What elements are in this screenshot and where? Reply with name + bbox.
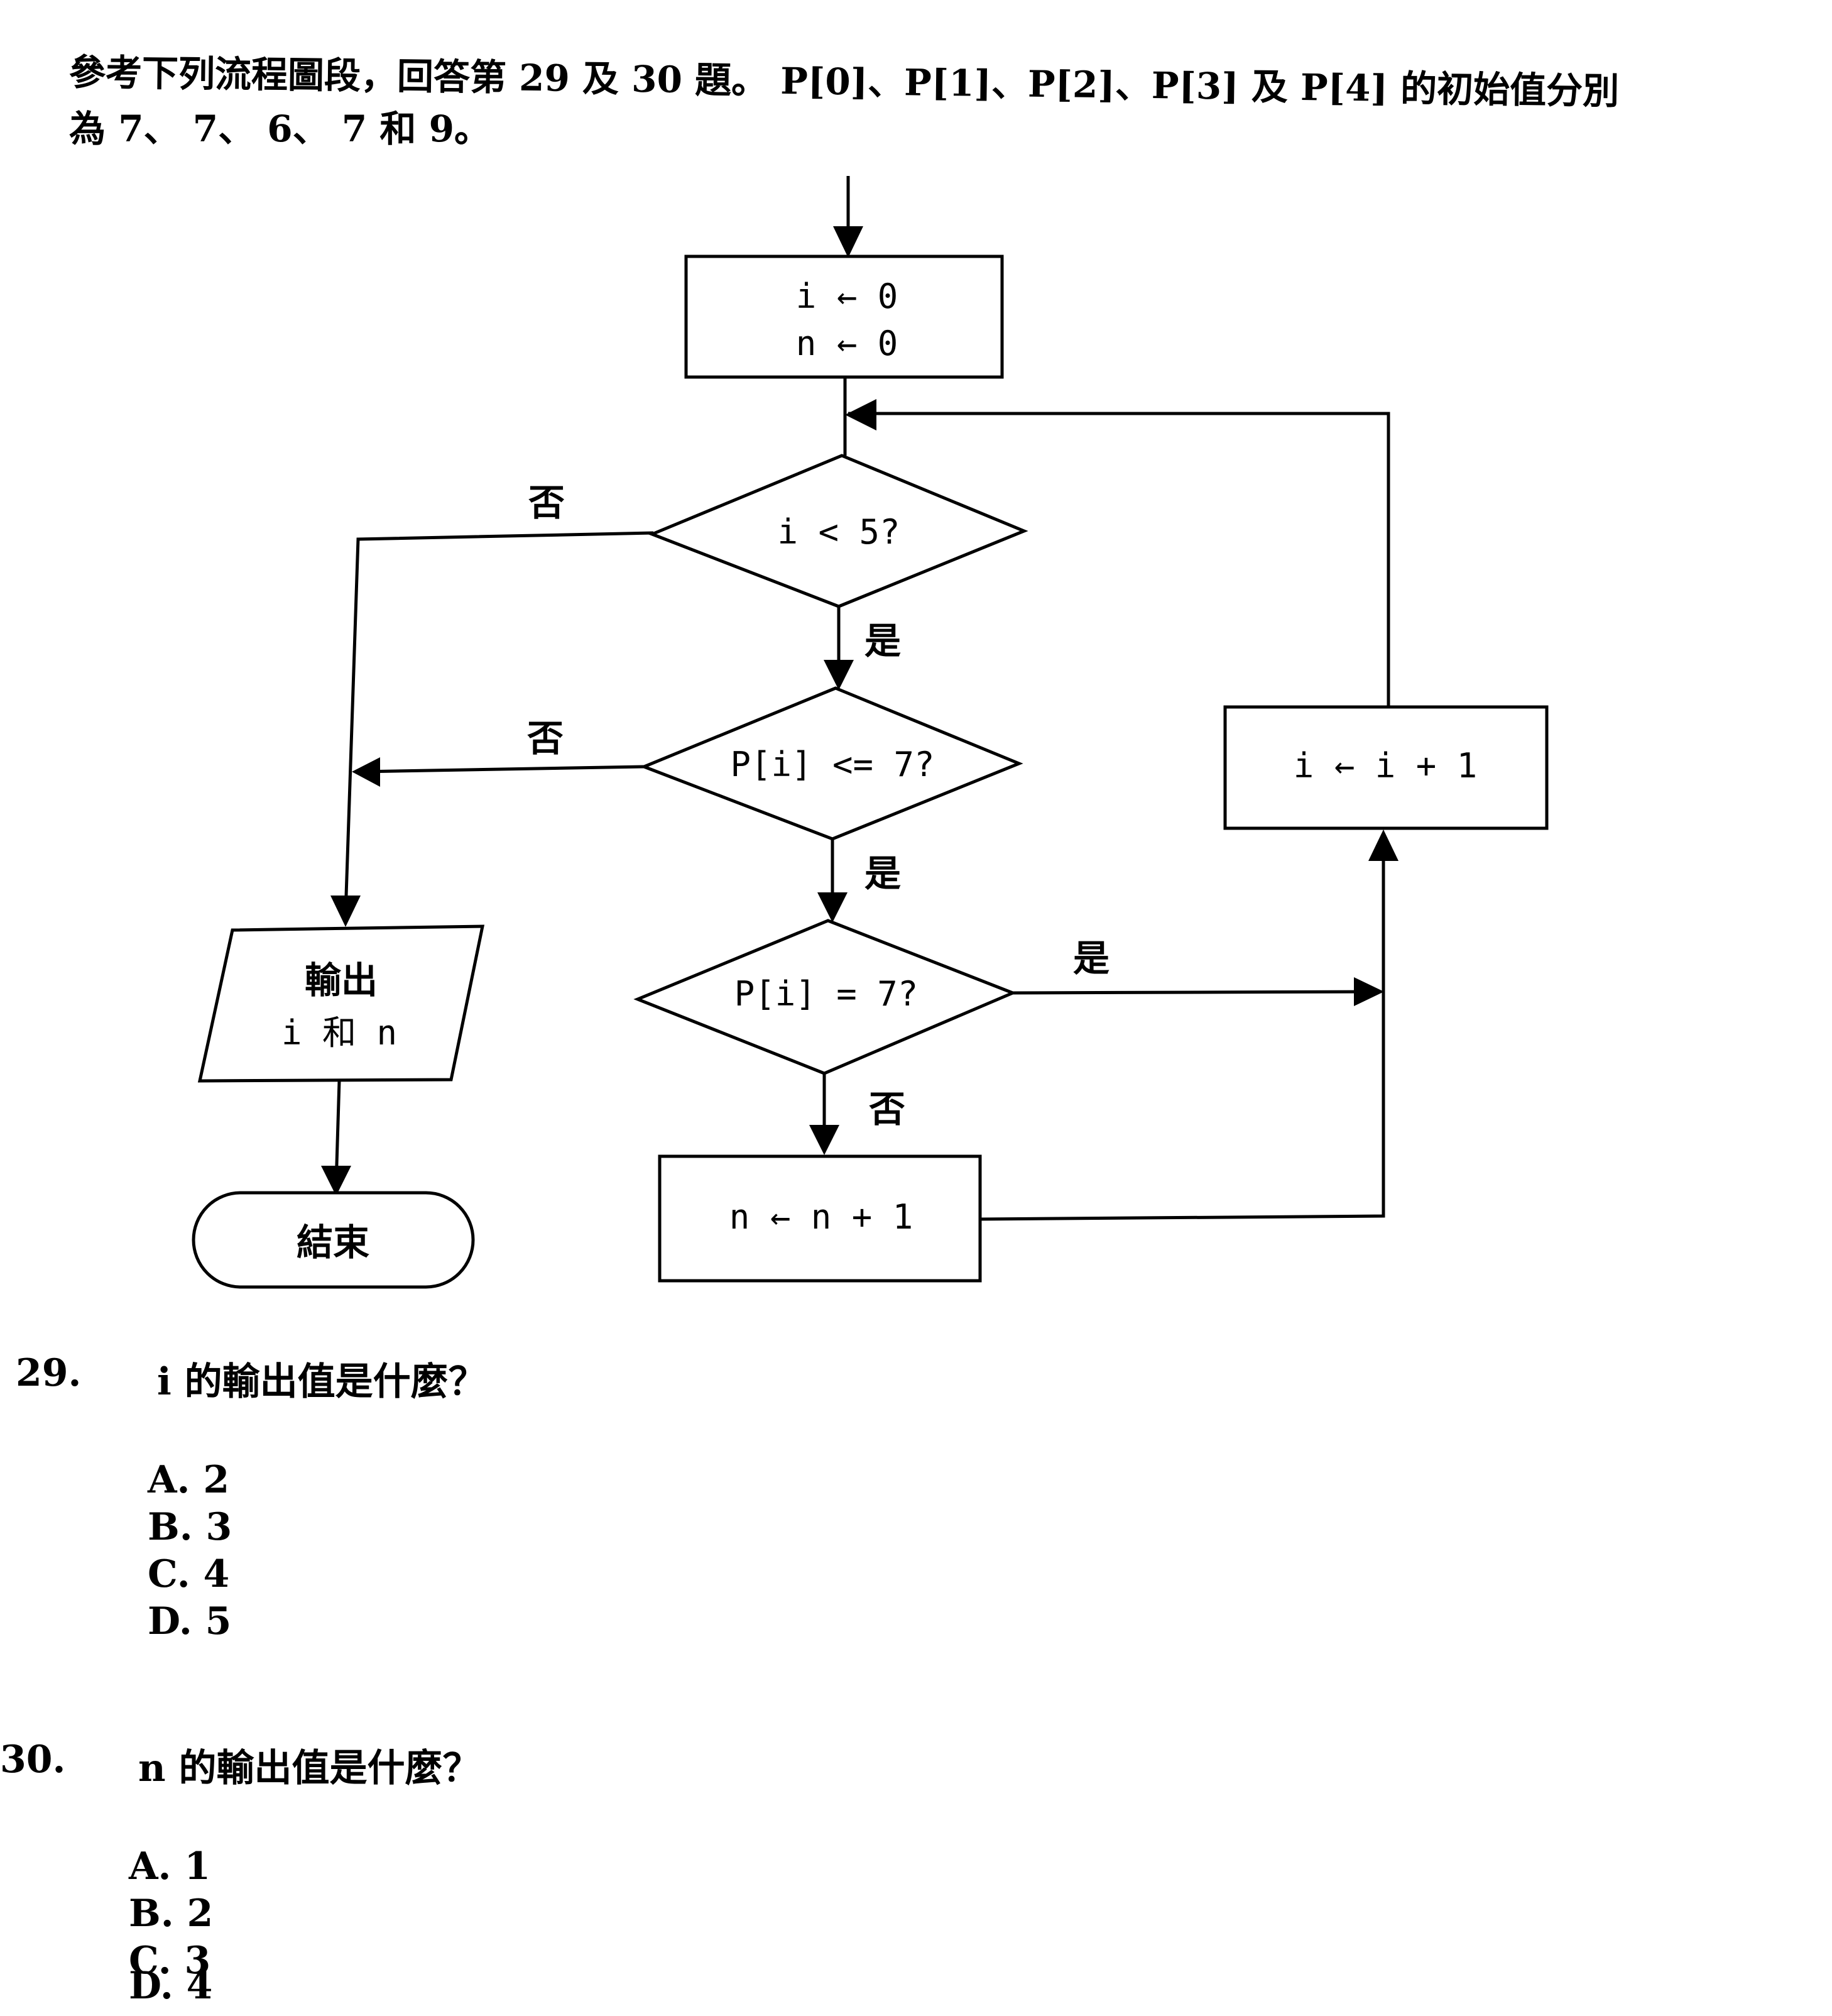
flow-connectors bbox=[321, 176, 1399, 1221]
arrowhead bbox=[330, 896, 361, 927]
connector-cond1-no bbox=[344, 531, 654, 915]
init-i-text: i ← 0 bbox=[796, 277, 898, 316]
incr-n-text: n ← n + 1 bbox=[729, 1197, 913, 1237]
arrowhead bbox=[352, 757, 380, 787]
connector-incr-n-to-incr-i bbox=[979, 842, 1385, 1221]
question-30: 30. n 的輸出值是什麼？ A. 1 B. 2 C. 3 D. 4 bbox=[0, 1738, 1759, 2014]
question-stem: n 的輸出值是什麼？ bbox=[138, 1746, 481, 1790]
decision-pi-eq-7: P[i] = 7? bbox=[633, 919, 1017, 1075]
question-intro: 參考下列流程圖段，回答第 29 及 30 題。 P[0]、P[1]、P[2]、P… bbox=[69, 44, 1791, 157]
question-number: 29. bbox=[16, 1351, 82, 1395]
option-c[interactable]: C. 4 bbox=[148, 1552, 230, 1596]
option-c[interactable]: C. 3 bbox=[129, 1939, 211, 1983]
branch-label-yes-2: 是 bbox=[864, 852, 901, 895]
flowchart: i ← 0 n ← 0 i < 5? P[i] <= 7? P[i] = 7? … bbox=[192, 176, 1549, 1289]
incr-i-box: i ← i + 1 bbox=[1223, 705, 1549, 830]
cond2-text: P[i] <= 7? bbox=[730, 745, 934, 784]
option-a[interactable]: A. 2 bbox=[148, 1458, 230, 1502]
question-29: 29. i 的輸出值是什麼？ A. 2 B. 3 C. 4 D. 5 bbox=[16, 1351, 1775, 1665]
branch-label-yes-1: 是 bbox=[864, 620, 901, 662]
branch-label-yes-3: 是 bbox=[1073, 937, 1110, 980]
end-terminator: 結束 bbox=[192, 1191, 475, 1289]
branch-label-no-3: 否 bbox=[869, 1088, 905, 1131]
arrowhead bbox=[1368, 830, 1399, 861]
question-stem: i 的輸出值是什麼？ bbox=[157, 1360, 486, 1404]
connector-cond2-no bbox=[361, 765, 645, 774]
arrowhead bbox=[1354, 977, 1384, 1006]
question-number: 30. bbox=[0, 1738, 66, 1782]
option-d[interactable]: D. 5 bbox=[148, 1599, 232, 1643]
init-box: i ← 0 n ← 0 bbox=[684, 255, 1004, 379]
arrowhead bbox=[817, 892, 848, 923]
arrowhead bbox=[833, 226, 863, 258]
output-node: 輸出 i 和 n bbox=[197, 924, 485, 1083]
arrowhead bbox=[321, 1166, 351, 1196]
output-vars: i 和 n bbox=[281, 1013, 397, 1053]
arrowhead bbox=[824, 660, 854, 690]
end-text: 結束 bbox=[297, 1221, 369, 1264]
option-b[interactable]: B. 3 bbox=[148, 1505, 232, 1549]
cond3-text: P[i] = 7? bbox=[734, 974, 919, 1014]
option-a[interactable]: A. 1 bbox=[129, 1844, 211, 1888]
incr-n-box: n ← n + 1 bbox=[658, 1154, 982, 1283]
cond1-text: i < 5? bbox=[777, 512, 900, 552]
option-b[interactable]: B. 2 bbox=[129, 1892, 214, 1936]
decision-i-lt-5: i < 5? bbox=[648, 454, 1028, 608]
branch-label-no-1: 否 bbox=[528, 481, 565, 524]
arrowhead bbox=[809, 1125, 839, 1155]
option-d[interactable]: D. 4 bbox=[129, 1964, 213, 2008]
branch-label-no-2: 否 bbox=[527, 717, 564, 760]
init-n-text: n ← 0 bbox=[796, 324, 898, 363]
loop-back-line bbox=[848, 412, 1390, 707]
intro-line-2: 為 7、 7、 6、 7 和 9。 bbox=[69, 107, 491, 150]
connector-cond3-yes bbox=[1011, 990, 1373, 995]
incr-i-text: i ← i + 1 bbox=[1294, 746, 1478, 786]
output-label: 輸出 bbox=[305, 959, 378, 1002]
decision-pi-le-7: P[i] <= 7? bbox=[640, 686, 1023, 841]
